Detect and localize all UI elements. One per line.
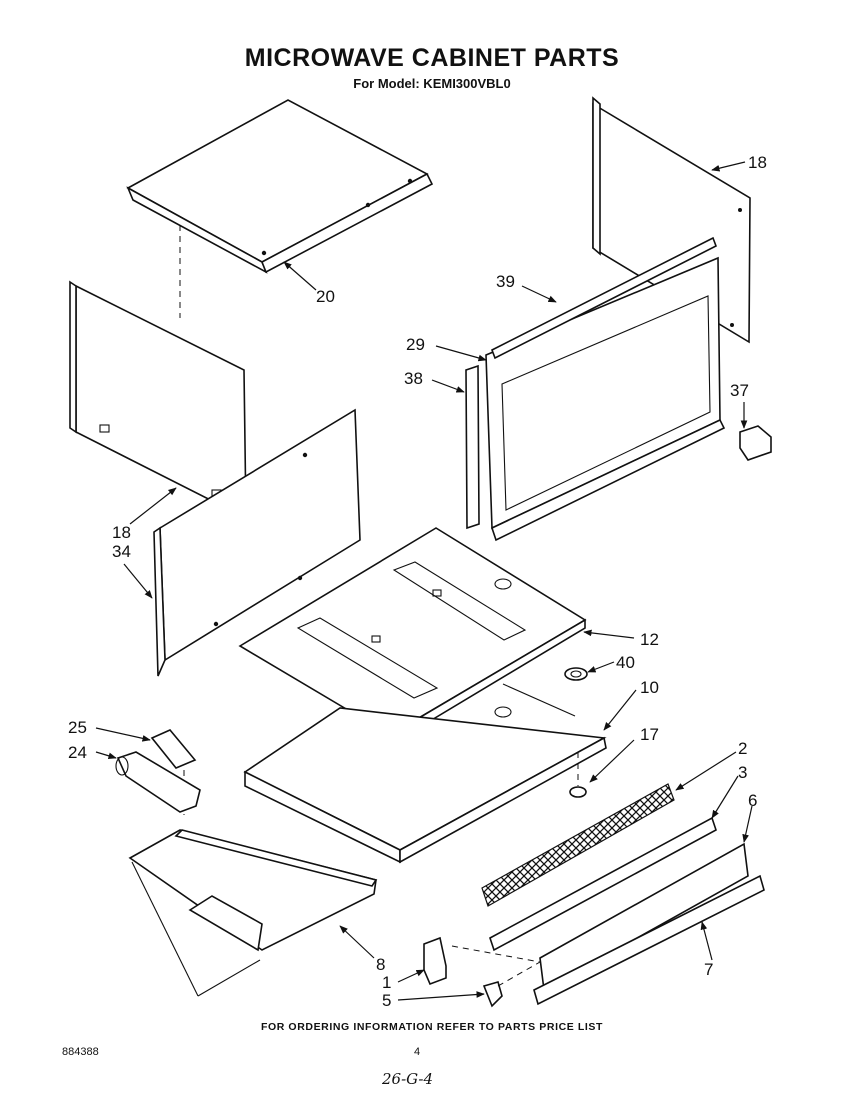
model-subtitle: For Model: KEMI300VBL0 bbox=[353, 76, 511, 91]
vertical-trim-part bbox=[465, 364, 480, 530]
callout-8: 8 bbox=[376, 955, 385, 974]
small-block-part bbox=[739, 425, 772, 461]
leader-8 bbox=[339, 925, 375, 959]
front-rail-part bbox=[539, 842, 749, 992]
callout-20: 20 bbox=[316, 287, 335, 306]
lower-trim-part bbox=[489, 816, 717, 952]
leader-39 bbox=[521, 285, 557, 303]
handwritten-note: 26-G-4 bbox=[382, 1070, 434, 1088]
air-duct-part bbox=[115, 751, 201, 813]
grille-part bbox=[481, 783, 675, 907]
leader-18b bbox=[129, 487, 177, 525]
leader-20 bbox=[283, 261, 317, 291]
callout-5: 5 bbox=[382, 991, 391, 1010]
callout-17: 17 bbox=[640, 725, 659, 744]
leader-40 bbox=[587, 661, 615, 673]
bottom-rail-part bbox=[533, 874, 765, 1006]
document-number: 884388 bbox=[62, 1046, 99, 1058]
left-inner-panel-part bbox=[153, 408, 361, 677]
clip-part bbox=[451, 945, 541, 1008]
callout-2: 2 bbox=[738, 739, 747, 758]
callout-37: 37 bbox=[730, 381, 749, 400]
top-panel-part bbox=[126, 99, 434, 318]
leader-1 bbox=[397, 969, 425, 983]
callout-6: 6 bbox=[748, 791, 757, 810]
callout-39: 39 bbox=[496, 272, 515, 291]
callout-1: 1 bbox=[382, 973, 391, 992]
leader-6 bbox=[742, 805, 753, 843]
left-outer-panel-part bbox=[69, 280, 247, 520]
leader-34 bbox=[123, 563, 153, 599]
leader-25 bbox=[95, 727, 151, 742]
leader-3 bbox=[711, 775, 739, 819]
callout-12: 12 bbox=[640, 630, 659, 649]
leader-17 bbox=[589, 739, 635, 783]
bottom-shield-part bbox=[128, 829, 378, 997]
leader-10 bbox=[603, 689, 637, 731]
callout-7: 7 bbox=[704, 960, 713, 979]
latch-part bbox=[423, 936, 447, 986]
leader-29 bbox=[435, 345, 487, 362]
callout-10: 10 bbox=[640, 678, 659, 697]
leader-2 bbox=[675, 751, 737, 791]
grommet-part bbox=[564, 667, 588, 681]
callout-34: 34 bbox=[112, 542, 131, 561]
leader-24 bbox=[95, 751, 117, 760]
callout-18-left-panel: 18 bbox=[112, 523, 131, 542]
page-number: 4 bbox=[414, 1046, 421, 1058]
leader-12 bbox=[583, 629, 635, 639]
callout-25: 25 bbox=[68, 718, 87, 737]
leader-5 bbox=[397, 991, 485, 1001]
leader-18a bbox=[711, 161, 746, 172]
callout-40: 40 bbox=[616, 653, 635, 672]
leader-38 bbox=[431, 379, 465, 393]
ordering-note: FOR ORDERING INFORMATION REFER TO PARTS … bbox=[260, 1021, 604, 1033]
front-frame-part bbox=[485, 256, 726, 542]
callout-38: 38 bbox=[404, 369, 423, 388]
leader-7 bbox=[700, 921, 713, 961]
callout-29: 29 bbox=[406, 335, 425, 354]
callout-3: 3 bbox=[738, 763, 747, 782]
foot-part bbox=[569, 752, 587, 798]
callout-18-right-panel: 18 bbox=[748, 153, 767, 172]
bottom-tray-part bbox=[243, 683, 607, 864]
page-title: MICROWAVE CABINET PARTS bbox=[244, 44, 620, 72]
callout-24: 24 bbox=[68, 743, 87, 762]
top-trim-strip-part bbox=[490, 236, 718, 360]
